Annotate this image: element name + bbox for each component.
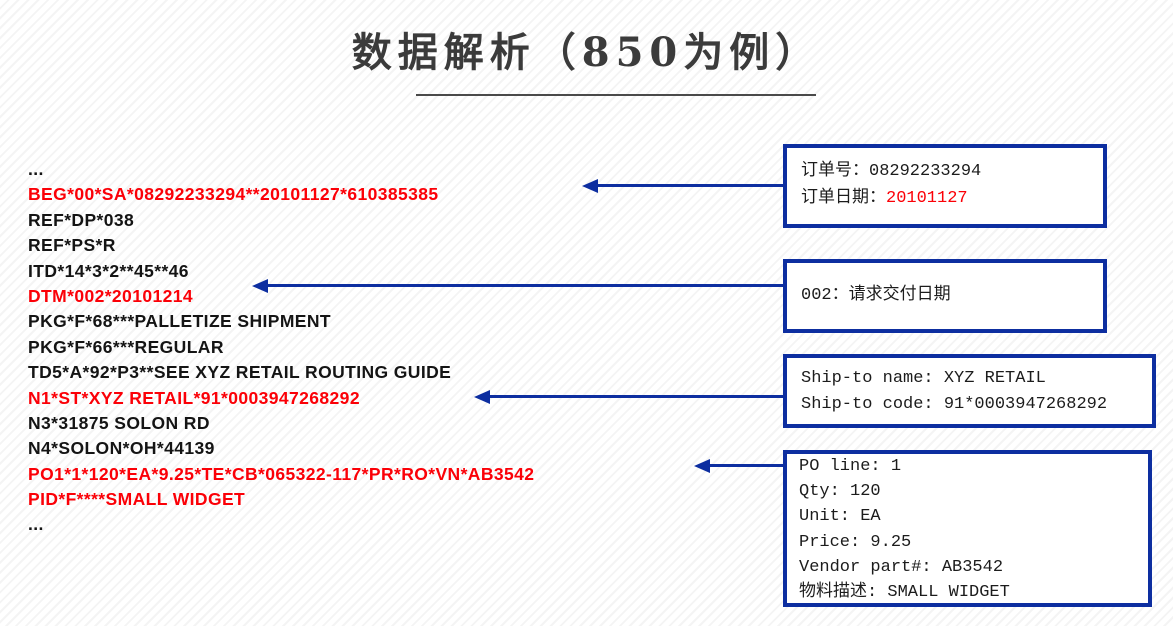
edi-line-ellipsis-bottom: ... xyxy=(28,514,44,535)
edi-line-ref-dp: REF*DP*038 xyxy=(28,209,135,230)
left-arrowhead-icon xyxy=(474,390,490,404)
vendor-part-line: Vendor part#: AB3542 xyxy=(799,555,1136,580)
delivery-date-line: 002：请求交付日期 xyxy=(801,283,1089,309)
edi-line-pkg-68: PKG*F*68***PALLETIZE SHIPMENT xyxy=(28,311,331,332)
arrow-to-n1-segment xyxy=(489,395,783,398)
material-desc-line: 物料描述: SMALL WIDGET xyxy=(799,580,1136,605)
edi-line-n1: N1*ST*XYZ RETAIL*91*0003947268292 xyxy=(28,387,360,408)
edi-line-pid: PID*F****SMALL WIDGET xyxy=(28,489,246,510)
callout-box-po-line-detail: PO line: 1 Qty: 120 Unit: EA Price: 9.25… xyxy=(783,450,1152,607)
left-arrowhead-icon xyxy=(252,279,268,293)
callout-box-order-info: 订单号：08292233294 订单日期：20101127 xyxy=(783,144,1107,228)
left-arrowhead-icon xyxy=(582,179,598,193)
edi-line-td5: TD5*A*92*P3**SEE XYZ RETAIL ROUTING GUID… xyxy=(28,362,452,383)
ship-to-name-line: Ship-to name: XYZ RETAIL xyxy=(801,366,1138,392)
callout-box-ship-to: Ship-to name: XYZ RETAIL Ship-to code: 9… xyxy=(783,354,1156,428)
callout-box-delivery-date: 002：请求交付日期 xyxy=(783,259,1107,333)
ship-to-code-label: Ship-to code: xyxy=(801,395,944,414)
order-date-line: 订单日期：20101127 xyxy=(801,185,1089,212)
price-value: 9.25 xyxy=(870,532,912,552)
po-line-label: PO line: xyxy=(799,457,891,476)
order-number-line: 订单号：08292233294 xyxy=(801,158,1089,185)
price-label: Price: xyxy=(799,532,871,552)
price-line: Price: 9.25 xyxy=(799,530,1136,555)
edi-line-n4: N4*SOLON*OH*44139 xyxy=(28,438,215,459)
edi-line-n3: N3*31875 SOLON RD xyxy=(28,412,210,433)
order-date-label: 订单日期： xyxy=(801,189,886,208)
ship-to-name-label: Ship-to name: xyxy=(801,369,944,388)
ship-to-name-value: XYZ RETAIL xyxy=(943,369,1046,388)
qty-value: 120 xyxy=(850,482,881,502)
arrow-to-beg-segment xyxy=(597,184,783,187)
edi-line-pkg-66: PKG*F*66***REGULAR xyxy=(28,336,224,357)
unit-label: Unit: xyxy=(799,507,861,527)
ship-to-code-value: 91*0003947268292 xyxy=(943,395,1108,414)
edi-line-ref-ps: REF*PS*R xyxy=(28,235,116,256)
delivery-date-label: 002： xyxy=(801,286,849,305)
order-number-label: 订单号： xyxy=(801,162,869,181)
arrow-to-dtm-segment xyxy=(267,284,783,287)
edi-segment-listing: ... BEG*00*SA*08292233294**20101127*6103… xyxy=(28,157,534,538)
unit-value: EA xyxy=(860,507,881,527)
qty-line: Qty: 120 xyxy=(799,479,1136,504)
edi-line-ellipsis-top: ... xyxy=(28,159,44,179)
po-line-value: 1 xyxy=(890,457,902,476)
vendor-part-label: Vendor part#: xyxy=(799,557,942,577)
ship-to-code-line: Ship-to code: 91*0003947268292 xyxy=(801,392,1138,418)
order-date-value: 20101127 xyxy=(886,189,968,208)
title-underline xyxy=(416,94,816,96)
edi-line-beg: BEG*00*SA*08292233294**20101127*61038538… xyxy=(28,184,439,205)
edi-line-dtm: DTM*002*20101214 xyxy=(28,285,193,306)
left-arrowhead-icon xyxy=(694,459,710,473)
material-desc-value: SMALL WIDGET xyxy=(887,583,1010,603)
order-number-value: 08292233294 xyxy=(869,162,982,181)
edi-line-po1: PO1*1*120*EA*9.25*TE*CB*065322-117*PR*RO… xyxy=(28,463,535,484)
material-desc-label: 物料描述: xyxy=(799,583,888,603)
arrow-to-po1-segment xyxy=(709,464,783,467)
qty-label: Qty: xyxy=(799,482,851,502)
unit-line: Unit: EA xyxy=(799,504,1136,529)
edi-line-itd: ITD*14*3*2**45**46 xyxy=(28,260,189,281)
delivery-date-value: 请求交付日期 xyxy=(848,286,951,305)
page-title: 数据解析（850为例） xyxy=(351,29,822,76)
po-line-number-line: PO line: 1 xyxy=(799,454,1136,479)
vendor-part-value: AB3542 xyxy=(941,557,1004,577)
